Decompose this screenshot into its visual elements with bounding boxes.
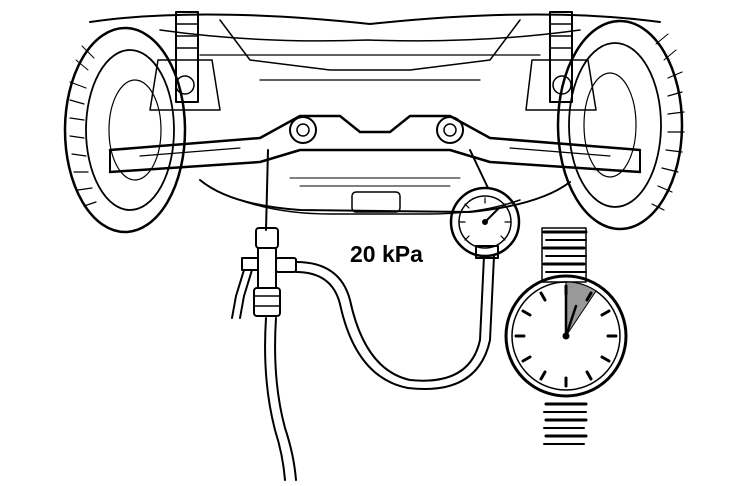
gauge-hose — [295, 255, 495, 390]
right-wheel — [556, 19, 685, 231]
elapsed-time-sector — [565, 281, 597, 338]
fuel-tank — [199, 177, 571, 215]
watch-strap-top — [541, 227, 588, 283]
rear-axle-crossmember — [108, 114, 642, 174]
shutoff-valve — [231, 257, 259, 319]
gauge-tick-marks — [459, 197, 511, 241]
axle-bushing-left — [289, 116, 317, 144]
wristwatch-icon — [504, 227, 628, 445]
axle-bushing-right — [436, 116, 464, 144]
watch-strap-bottom — [543, 402, 588, 445]
pressure-gauge — [449, 149, 521, 259]
fuel-line-assembly — [231, 149, 297, 481]
right-suspension-strut — [525, 11, 597, 111]
gauge-needle — [484, 207, 500, 223]
vehicle-underbody — [63, 11, 685, 234]
left-wheel — [63, 26, 187, 234]
watch-hour-hand — [564, 304, 578, 338]
left-suspension-strut — [149, 11, 221, 111]
pressure-label: 20 kPa — [350, 241, 423, 267]
